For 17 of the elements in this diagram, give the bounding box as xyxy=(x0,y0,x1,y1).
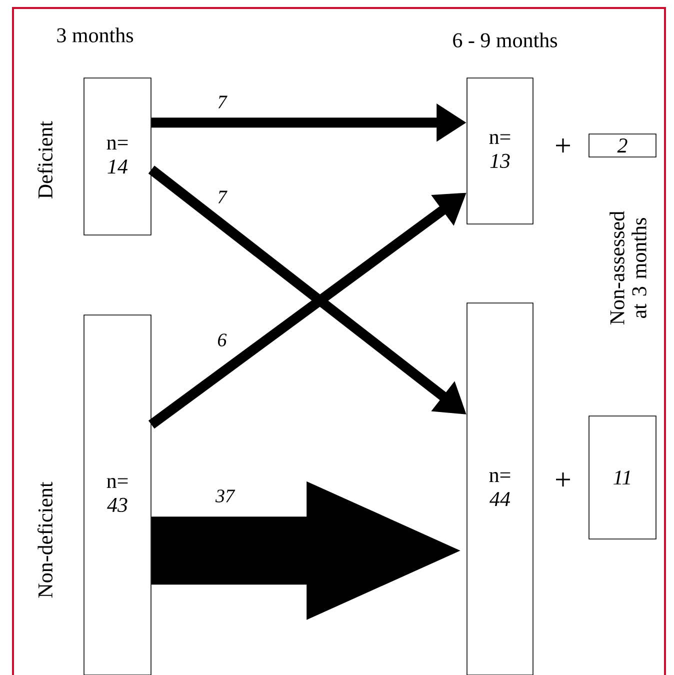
edge-label: 37 xyxy=(214,488,236,504)
column-heading: 6 - 9 months xyxy=(453,32,558,48)
count-box: n= 44 xyxy=(466,302,534,675)
edge-label: 6 xyxy=(216,332,228,348)
column-heading: 3 months xyxy=(57,28,134,42)
count-box: 11 xyxy=(588,416,656,540)
side-note: Non-assessed at 3 months xyxy=(610,211,646,325)
count-box: 2 xyxy=(588,134,656,158)
edge-label: 7 xyxy=(216,190,228,204)
count-box: n= 43 xyxy=(84,314,152,675)
plus-sign: + xyxy=(556,138,570,152)
row-label: Deficient xyxy=(38,121,52,198)
count-box: n= 13 xyxy=(466,78,534,224)
count-box: n= 14 xyxy=(84,78,152,236)
row-label: Non-deficient xyxy=(38,482,52,598)
plus-sign: + xyxy=(556,472,570,486)
edge-label: 7 xyxy=(216,94,228,110)
